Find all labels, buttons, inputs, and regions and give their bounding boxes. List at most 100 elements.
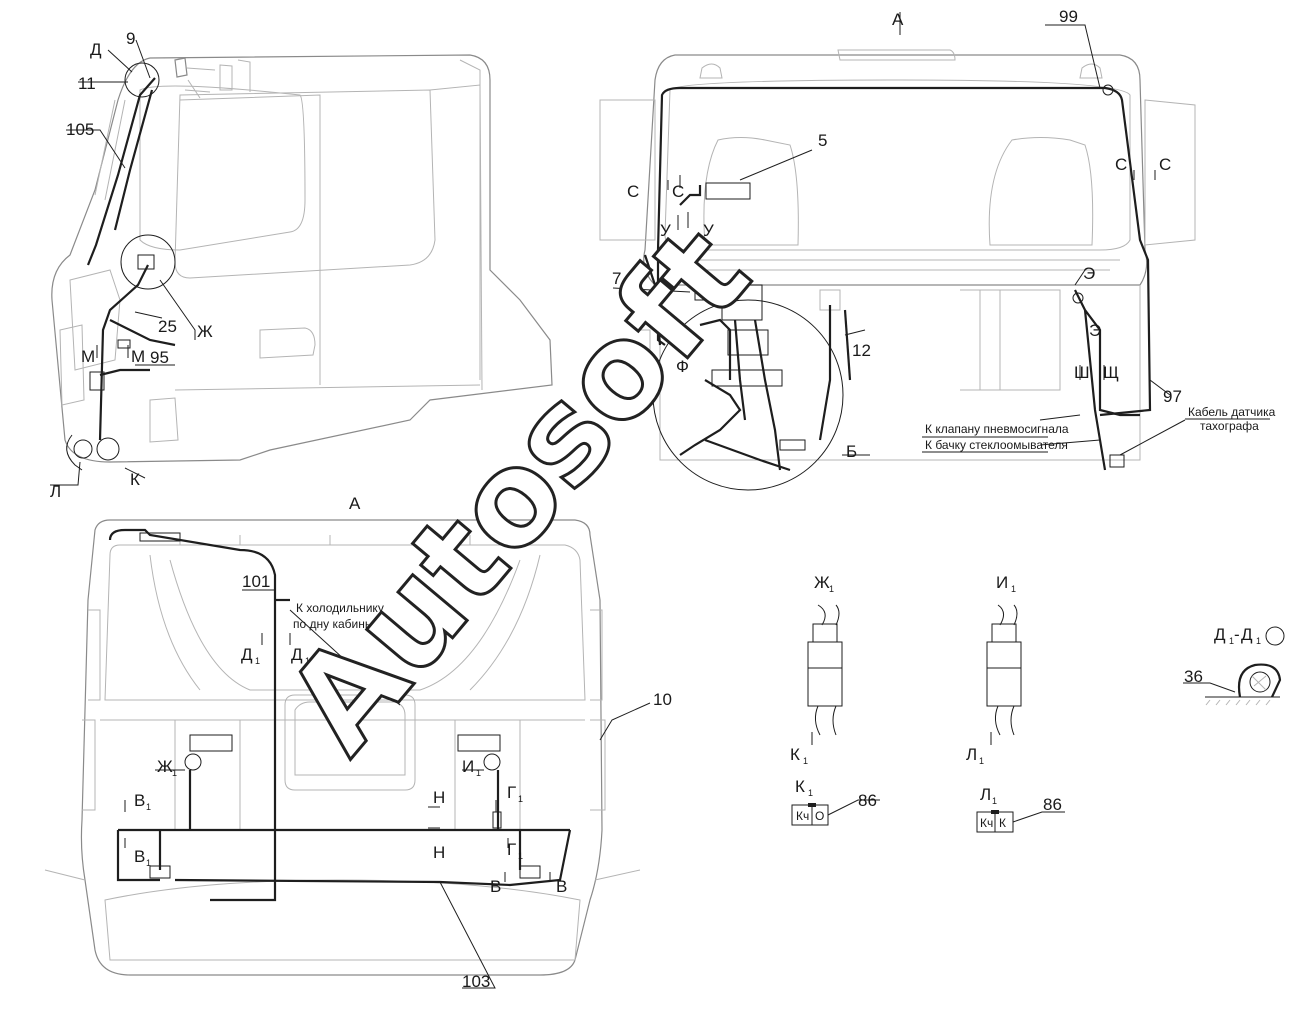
subscript: 1: [518, 794, 523, 804]
harness-105: [86, 77, 156, 266]
label-i1: И: [462, 757, 474, 776]
top-view: А 99 5 С С С С У У 7 Ф 12 Б Э Э Ш Щ 97 К…: [599, 7, 1276, 491]
label-m-left: М: [81, 347, 95, 366]
subscript: 1: [1011, 584, 1016, 594]
subscript: 1: [255, 656, 260, 666]
label-l: Л: [50, 482, 61, 501]
detail-zh1: Ж 1 К 1: [790, 573, 843, 766]
label-c3: С: [1115, 155, 1127, 174]
detail-zh1-arrow-label: К: [790, 745, 800, 764]
subscript: 1: [808, 788, 813, 798]
label-u2: У: [703, 221, 714, 240]
label-5: 5: [818, 131, 827, 150]
label-97: 97: [1163, 387, 1182, 406]
subscript: 1: [146, 802, 151, 812]
lamp-i1: [457, 734, 501, 752]
detail-l1-ref: 86: [1043, 795, 1062, 814]
detail-d1-title2: Д: [1241, 625, 1253, 644]
component-5: [705, 182, 751, 200]
label-11: 11: [78, 74, 96, 93]
rear-view: А 101: [44, 494, 672, 991]
detail-l1-box-a: Кч: [980, 816, 993, 830]
subscript: 1: [979, 756, 984, 766]
subscript: 1: [172, 768, 177, 778]
detail-circle-d: [124, 62, 160, 98]
label-e1: Э: [1083, 264, 1095, 283]
label-d: Д: [90, 40, 102, 59]
note-cable-line2: тахографа: [1200, 419, 1259, 433]
label-9: 9: [126, 29, 135, 48]
detail-d1-ref: 36: [1184, 667, 1203, 686]
detail-d1: Д 1 - Д 1 36: [1183, 625, 1285, 706]
label-v-right: В: [556, 877, 567, 896]
note-fridge-line2: по дну кабины: [293, 617, 373, 631]
label-g1-top: Г: [507, 783, 516, 802]
detail-i1-arrow-label: Л: [966, 745, 977, 764]
label-10: 10: [653, 690, 672, 709]
label-105: 105: [66, 120, 94, 139]
detail-circle-b: [652, 299, 844, 491]
detail-zh1-title: Ж: [814, 573, 830, 592]
detail-d1-sep: -: [1234, 625, 1240, 644]
label-zh: Ж: [197, 322, 213, 341]
detail-k1-title: К: [795, 777, 805, 796]
label-shch: Щ: [1103, 363, 1119, 382]
label-12: 12: [852, 341, 871, 360]
label-99: 99: [1059, 7, 1078, 26]
note-fridge-line1: К холодильнику: [296, 601, 384, 615]
detail-d1-title: Д: [1214, 625, 1226, 644]
harness-99: [656, 86, 1152, 417]
detail-k1-ref: 86: [858, 791, 877, 810]
label-u1: У: [660, 221, 671, 240]
rear-view-title: А: [349, 494, 361, 513]
label-v1-bottom: В: [134, 847, 145, 866]
watermark: Autosoft: [257, 200, 778, 780]
label-v1-top: В: [134, 791, 145, 810]
side-cab-outline: [51, 54, 553, 463]
note-valve: К клапану пневмосигнала: [925, 422, 1069, 436]
label-k: К: [130, 470, 140, 489]
lamp-zh1: [189, 734, 233, 752]
label-zh1: Ж: [157, 757, 173, 776]
detail-l1: Л 1 Кч К 86: [976, 785, 1065, 833]
label-95: 95: [150, 348, 169, 367]
label-b: Б: [846, 442, 857, 461]
subscript: 1: [1256, 636, 1261, 646]
detail-k1-box-a: Кч: [796, 809, 809, 823]
harness-101: [108, 528, 277, 902]
subscript: 1: [803, 756, 808, 766]
label-n-bottom: Н: [433, 843, 445, 862]
label-c4: С: [1159, 155, 1171, 174]
label-g1-bottom: Г: [507, 840, 516, 859]
subscript: 1: [518, 851, 523, 861]
harness-97: [1074, 289, 1140, 417]
label-103: 103: [462, 972, 490, 991]
label-25: 25: [158, 317, 177, 336]
detail-k1-box-b: О: [815, 809, 824, 823]
label-d1-right: Д: [291, 645, 303, 664]
label-7: 7: [612, 269, 621, 288]
subscript: 1: [992, 796, 997, 806]
subscript: 1: [476, 768, 481, 778]
label-v-left: В: [490, 877, 501, 896]
label-f: Ф: [676, 357, 689, 376]
label-e2: Э: [1089, 321, 1101, 340]
detail-l1-title: Л: [980, 785, 991, 804]
label-sh: Ш: [1074, 363, 1090, 382]
subscript: 1: [305, 656, 310, 666]
detail-k1: К 1 Кч О 86: [791, 777, 880, 826]
note-cable-line1: Кабель датчика: [1188, 405, 1276, 419]
detail-circle-k: [96, 437, 120, 461]
detail-i1-title: И: [996, 573, 1008, 592]
detail-l1-box-b: К: [999, 816, 1006, 830]
label-d1-left: Д: [241, 645, 253, 664]
label-m-right: М: [131, 347, 145, 366]
label-101: 101: [242, 572, 270, 591]
subscript: 1: [829, 584, 834, 594]
label-c2: С: [672, 182, 684, 201]
label-c1: С: [627, 182, 639, 201]
detail-i1: И 1 Л 1: [966, 573, 1022, 766]
side-view: Д 9 11 105 Ж 25 М М 95 Л К: [50, 29, 553, 501]
label-n-top: Н: [433, 788, 445, 807]
